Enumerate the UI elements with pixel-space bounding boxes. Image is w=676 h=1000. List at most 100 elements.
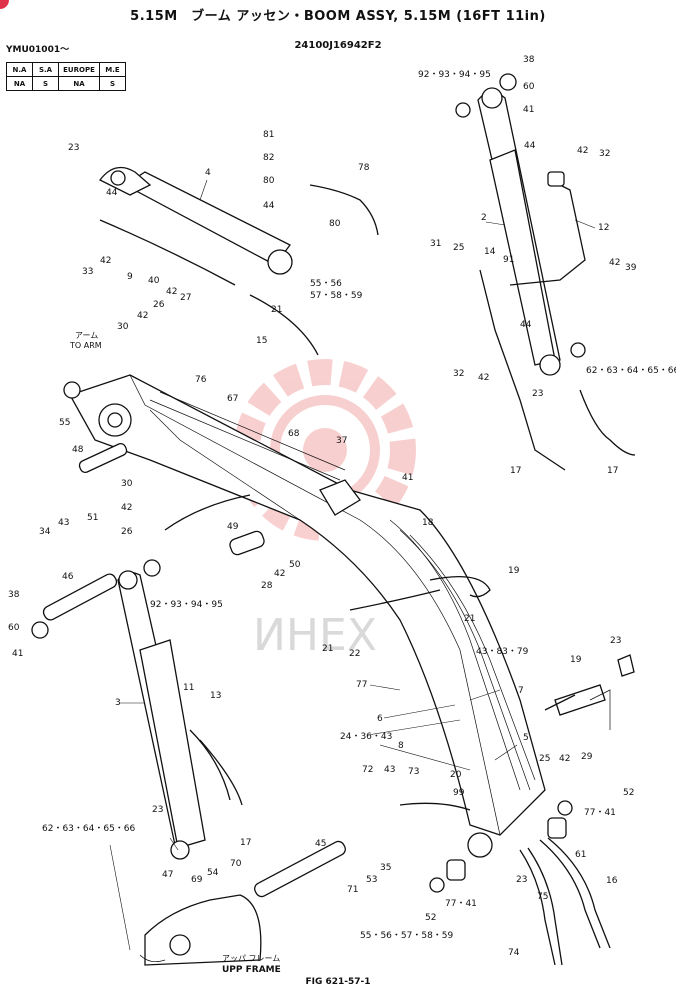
part-callout: 17 <box>240 838 251 848</box>
applicability-value: S <box>32 76 59 91</box>
part-callout: 41 <box>523 105 534 115</box>
part-callout: 25 <box>453 243 464 253</box>
part-callout: 55・56・57・58・59 <box>360 931 454 941</box>
part-callout: 54 <box>207 868 219 878</box>
part-callout: 15 <box>256 336 267 346</box>
part-callout: 42 <box>274 569 285 579</box>
part-callout: 61 <box>575 850 586 860</box>
bottom-hoses <box>519 837 611 966</box>
part-callout: 17 <box>607 466 618 476</box>
part-callout: 27 <box>180 293 191 303</box>
arm-label-en: TO ARM <box>69 341 102 350</box>
boom-body <box>69 374 546 858</box>
part-callout: 91 <box>503 255 514 265</box>
part-callout: 50 <box>289 560 301 570</box>
part-callout: 42 <box>166 287 177 297</box>
part-callout: 78 <box>358 163 370 173</box>
figure-label: FIG 621-57-1 <box>305 977 371 987</box>
part-callout: 30 <box>121 479 133 489</box>
part-callout: 23 <box>152 805 163 815</box>
part-callout: 52 <box>425 913 436 923</box>
part-callout: 42 <box>559 754 570 764</box>
part-callout: 80 <box>329 219 341 229</box>
part-callout: 41 <box>12 649 23 659</box>
part-callout: 40 <box>148 276 160 286</box>
part-callout: 42 <box>478 373 489 383</box>
part-callout: 55 <box>59 418 70 428</box>
part-callout: 69 <box>191 875 203 885</box>
applicability-value: S <box>99 76 126 91</box>
part-callout: 82 <box>263 153 274 163</box>
part-callout: 23 <box>532 389 543 399</box>
part-callout: 60 <box>523 82 535 92</box>
part-callout: 43 <box>58 518 69 528</box>
part-callout: 42 <box>121 503 132 513</box>
part-callout: 24・36・43 <box>340 732 392 742</box>
part-callout: 14 <box>484 247 496 257</box>
part-callout: 38 <box>523 55 535 65</box>
watermark-text: ИНЕХ <box>253 610 377 661</box>
part-callout: 23 <box>68 143 79 153</box>
part-callout: 52 <box>623 788 634 798</box>
part-callout: 4 <box>205 168 211 178</box>
part-callout: 42 <box>137 311 148 321</box>
part-callout: 18 <box>422 518 434 528</box>
part-callout: 13 <box>210 691 221 701</box>
page-title: 5.15M ブーム アッセン・BOOM ASSY, 5.15M (16FT 11… <box>130 9 546 24</box>
part-callout: 32 <box>599 149 610 159</box>
part-callout: 25 <box>539 754 550 764</box>
part-callout: 42 <box>609 258 620 268</box>
part-callout: 74 <box>508 948 520 958</box>
part-callout: 3 <box>115 698 121 708</box>
part-callout: 31 <box>430 239 441 249</box>
part-callout: 44 <box>524 141 536 151</box>
part-callout: 29 <box>581 752 593 762</box>
arm-cylinder <box>455 73 636 471</box>
part-callout: 28 <box>261 581 273 591</box>
part-callout: 11 <box>183 683 194 693</box>
part-callout: 41 <box>402 473 413 483</box>
part-callout: 92・93・94・95 <box>418 70 491 80</box>
part-callout: 22 <box>349 649 360 659</box>
part-callout: 6 <box>377 714 383 724</box>
part-callout: 17 <box>510 466 521 476</box>
part-callout: 76 <box>195 375 207 385</box>
part-callout: 19 <box>508 566 520 576</box>
part-callout: 8 <box>398 741 404 751</box>
part-callout: 47 <box>162 870 173 880</box>
corner-badge <box>0 0 9 9</box>
part-callout: 44 <box>520 320 532 330</box>
applicability-value-row: NA S NA S <box>6 76 126 91</box>
part-callout: 21 <box>322 644 333 654</box>
part-callout: 44 <box>106 188 118 198</box>
part-callout: 16 <box>606 876 618 886</box>
part-callout: 62・63・64・65・66 <box>586 366 676 376</box>
part-callout: 53 <box>366 875 377 885</box>
part-callout: 71 <box>347 885 358 895</box>
part-callout: 20 <box>450 770 462 780</box>
part-callout: 99 <box>453 788 465 798</box>
part-callout: 49 <box>227 522 239 532</box>
upper-frame <box>139 894 262 966</box>
part-callout: 67 <box>227 394 238 404</box>
part-callout: 55・56 <box>310 279 342 289</box>
boom-cylinder-lower <box>117 570 243 860</box>
part-callout: 21 <box>271 305 282 315</box>
frame-label-jp: アッパ フレーム <box>222 954 280 963</box>
part-callout: 81 <box>263 130 274 140</box>
part-callout: 26 <box>121 527 133 537</box>
part-callout: 72 <box>362 765 373 775</box>
part-callout: 2 <box>481 213 487 223</box>
part-callout: 32 <box>453 369 464 379</box>
serial-range: YMU01001～ <box>6 45 70 55</box>
pins-and-fittings <box>31 342 635 898</box>
part-callout: 57・58・59 <box>310 291 363 301</box>
part-callout: 21 <box>464 614 475 624</box>
part-callout: 35 <box>380 863 391 873</box>
part-callout: 51 <box>87 513 98 523</box>
part-callout: 37 <box>336 436 347 446</box>
part-callout: 30 <box>117 322 129 332</box>
arm-label-jp: アーム <box>75 331 98 340</box>
part-callout: 77・41 <box>445 899 477 909</box>
